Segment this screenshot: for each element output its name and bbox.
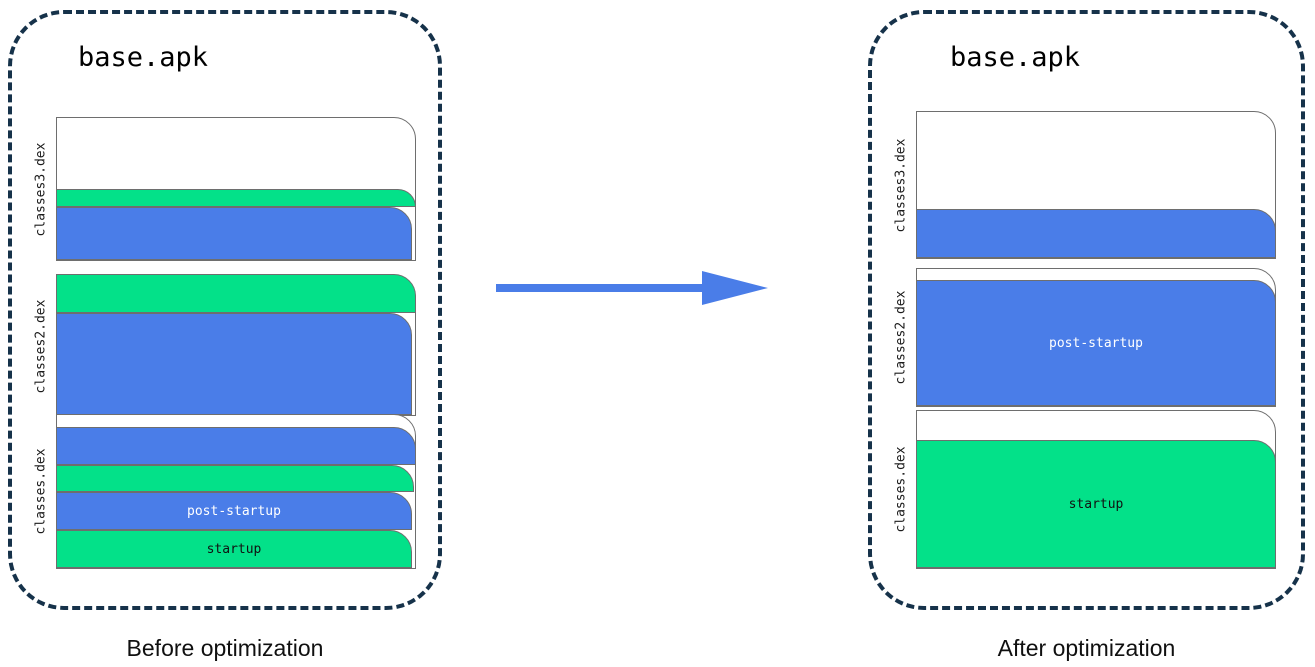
dex-file-label: classes3.dex [30, 117, 52, 261]
dex-band-startup [56, 465, 414, 492]
dex-band-post-startup [916, 209, 1276, 258]
apk-panel-after: base.apk classes3.dex classes2.dex post-st… [868, 10, 1305, 610]
dex-band-startup: startup [56, 530, 412, 568]
dex-box [56, 274, 416, 416]
dex-box: startup [916, 410, 1276, 569]
dex-band-startup [56, 274, 416, 313]
dex-box: post-startup [916, 268, 1276, 407]
dex-band-post-startup: post-startup [56, 492, 412, 530]
dex-group: classes3.dex [30, 117, 420, 261]
dex-file-label-text: classes2.dex [893, 290, 909, 385]
dex-group: classes2.dex [30, 274, 420, 416]
caption-after-optimization: After optimization [997, 635, 1176, 661]
dex-file-label-text: classes.dex [33, 448, 49, 535]
dex-file-label: classes2.dex [890, 268, 912, 407]
dex-band-post-startup [56, 207, 412, 260]
dex-file-label-text: classes3.dex [893, 138, 909, 232]
dex-file-label: classes2.dex [30, 276, 52, 416]
dex-band-post-startup: post-startup [916, 280, 1276, 406]
apk-title: base.apk [78, 42, 209, 73]
dex-file-label-text: classes2.dex [33, 299, 49, 393]
dex-box [56, 117, 416, 261]
apk-title: base.apk [950, 42, 1081, 73]
dex-file-label: classes.dex [890, 410, 912, 569]
dex-band-startup: startup [916, 440, 1276, 568]
right-arrow-icon [496, 268, 768, 308]
apk-panel-before: base.apk classes3.dex classes2.dex classes… [8, 10, 442, 610]
dex-group: classes2.dex post-startup [890, 268, 1280, 407]
dex-box [916, 111, 1276, 259]
dex-band-post-startup [56, 313, 412, 415]
dex-group: classes.dex startup [890, 410, 1280, 569]
caption-before-optimization: Before optimization [126, 635, 324, 661]
dex-group: classes3.dex [890, 111, 1280, 259]
dex-file-label-text: classes3.dex [33, 142, 49, 236]
dex-file-label: classes.dex [30, 414, 52, 569]
dex-file-label: classes3.dex [890, 111, 912, 259]
dex-band-post-startup [56, 427, 416, 465]
dex-band-startup [56, 189, 416, 207]
dex-file-label-text: classes.dex [893, 446, 909, 533]
